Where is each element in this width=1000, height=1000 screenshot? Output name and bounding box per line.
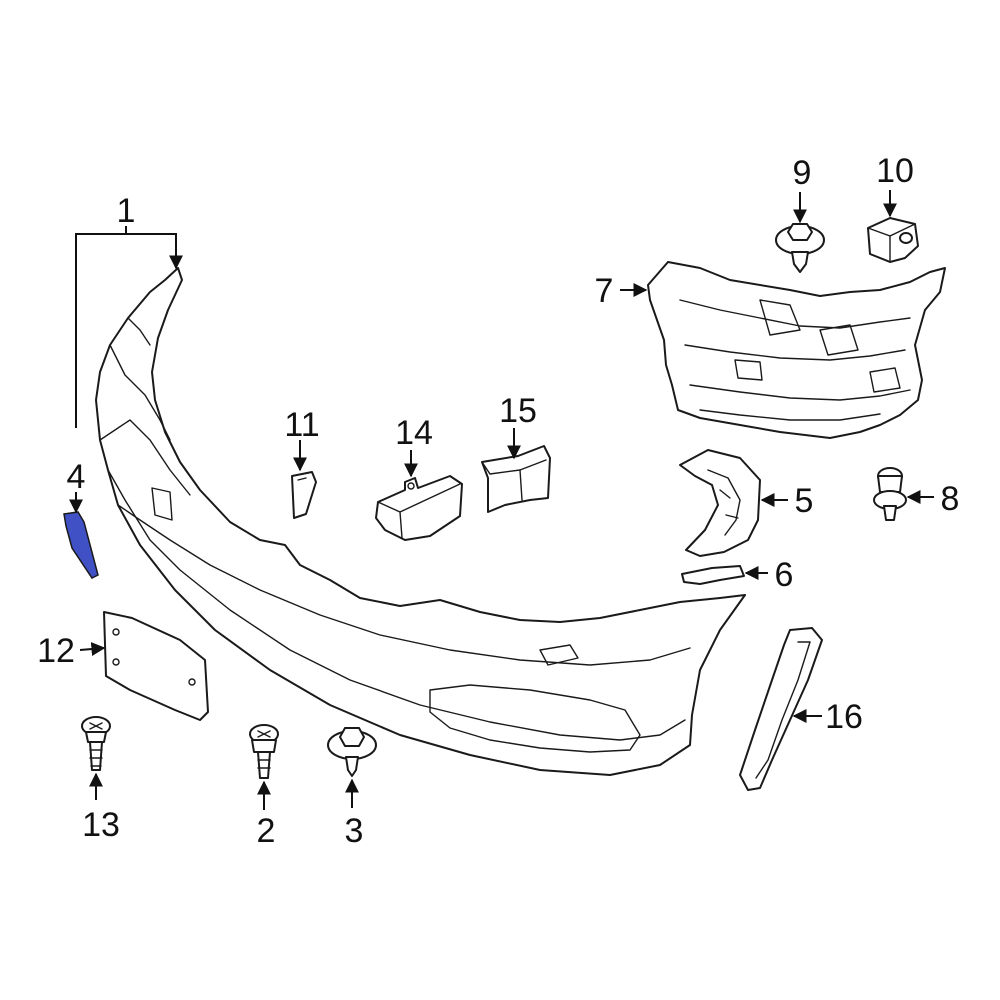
part-5-side-bracket[interactable] — [679, 449, 761, 557]
part-9-bolt[interactable] — [775, 223, 825, 273]
callout-labels: 1 2 3 4 5 6 7 8 9 10 11 12 13 14 15 16 — [37, 152, 959, 850]
part-7-bumper-carrier[interactable] — [647, 261, 946, 439]
bumper-cover[interactable] — [95, 267, 746, 776]
callout-14: 14 — [395, 414, 433, 452]
callout-8: 8 — [941, 480, 960, 518]
part-4-highlighted-bracket[interactable] — [63, 511, 99, 579]
part-3-flange-bolt[interactable] — [327, 727, 377, 777]
part-12-license-plate-bracket[interactable] — [103, 611, 209, 721]
callout-15: 15 — [499, 392, 537, 430]
callout-5: 5 — [795, 482, 814, 520]
callout-6: 6 — [775, 556, 794, 594]
part-16-trim[interactable] — [739, 627, 823, 791]
part-13-screw[interactable] — [81, 716, 111, 771]
part-6-retainer[interactable] — [681, 565, 745, 585]
callout-7: 7 — [595, 272, 614, 310]
callout-13: 13 — [82, 806, 120, 844]
callout-10: 10 — [876, 152, 914, 190]
callout-4: 4 — [67, 458, 86, 496]
callout-9: 9 — [793, 154, 812, 192]
callout-3: 3 — [345, 812, 364, 850]
part-11-bracket[interactable] — [291, 471, 317, 519]
part-15-air-duct[interactable] — [481, 445, 551, 513]
part-8-push-clip[interactable] — [873, 467, 907, 521]
part-2-screw[interactable] — [249, 724, 279, 779]
callout-11: 11 — [284, 406, 319, 444]
part-14-duct-bracket[interactable] — [375, 475, 463, 541]
callout-12: 12 — [37, 632, 75, 670]
callout-1: 1 — [117, 192, 136, 230]
leader-lines — [69, 190, 934, 810]
callout-16: 16 — [825, 698, 863, 736]
part-10-clip-nut[interactable] — [867, 217, 919, 263]
callout-2: 2 — [257, 812, 276, 850]
